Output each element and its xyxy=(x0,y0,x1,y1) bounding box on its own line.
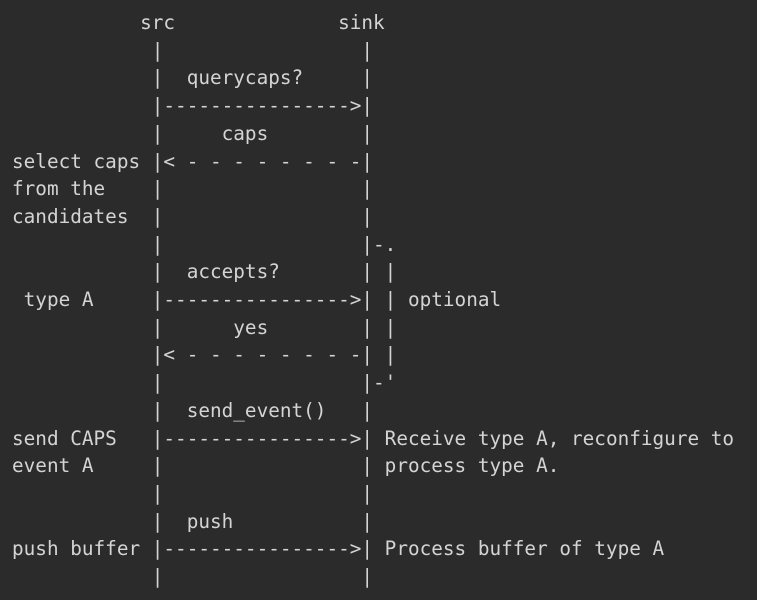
diagram-line: type A |---------------->| | optional xyxy=(12,288,502,312)
diagram-line: | querycaps? | xyxy=(12,66,374,90)
diagram-line: | yes | | xyxy=(12,315,397,339)
diagram-line: | | xyxy=(12,481,374,505)
diagram-line: |---------------->| xyxy=(12,94,374,118)
diagram-line: src sink xyxy=(12,11,385,34)
diagram-line: |< - - - - - - - -| | xyxy=(12,343,397,367)
diagram-line: from the | | xyxy=(12,177,374,201)
diagram-line: send CAPS |---------------->| Receive ty… xyxy=(12,426,735,450)
diagram-line: | | xyxy=(12,565,374,589)
diagram-line: | |-. xyxy=(12,232,397,256)
diagram-line: | |-' xyxy=(12,371,397,395)
diagram-line: | | xyxy=(12,38,374,62)
diagram-line: push buffer |---------------->| Process … xyxy=(12,537,665,561)
ascii-sequence-diagram: src sink | | | querycaps? | |-----------… xyxy=(12,9,734,591)
diagram-line: select caps |< - - - - - - - -| xyxy=(12,149,374,173)
diagram-line: | caps | xyxy=(12,121,374,145)
diagram-line: | send_event() | xyxy=(12,398,374,422)
diagram-line: | push | xyxy=(12,509,374,533)
diagram-line: event A | | process type A. xyxy=(12,454,560,478)
diagram-line: candidates | | xyxy=(12,204,374,228)
diagram-line: | accepts? | | xyxy=(12,260,397,284)
